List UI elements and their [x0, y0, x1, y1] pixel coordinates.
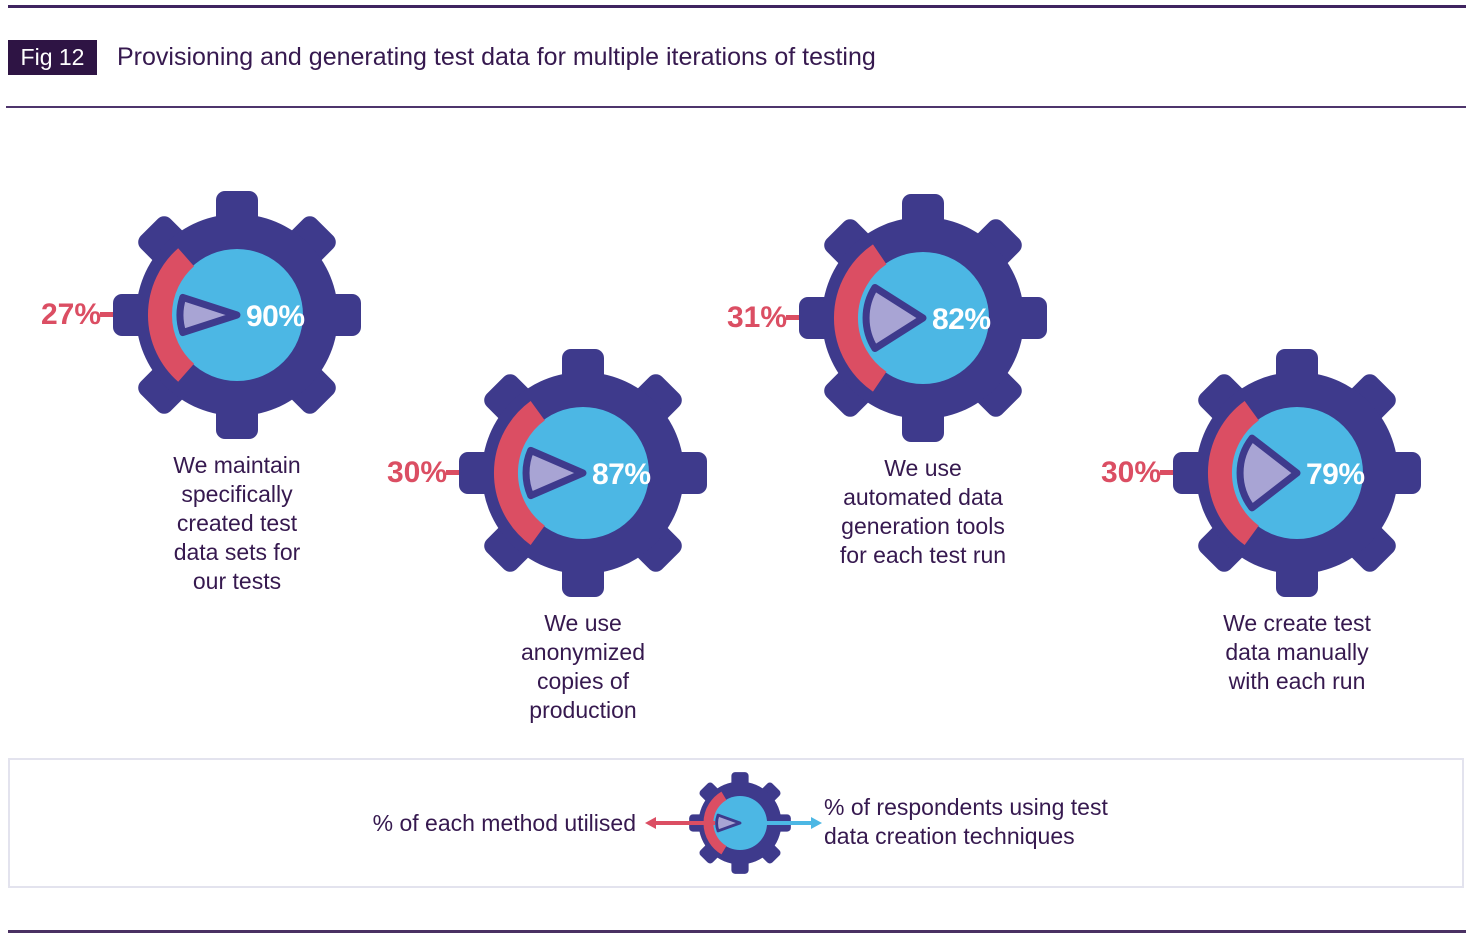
method-arc: [1207, 400, 1260, 546]
gear-group-1: 27% 90% We maintain specifically created…: [41, 183, 369, 594]
method-arc: [834, 244, 887, 392]
figure-label-badge: Fig 12: [8, 40, 97, 75]
remainder-wedge: [862, 284, 927, 352]
gear-pie-icon: 87%: [459, 349, 707, 597]
gear-caption: We use automated data generation tools f…: [839, 455, 1007, 568]
legend-arrow-left-icon: [645, 817, 715, 829]
gear-caption: We use anonymized copies of production: [520, 610, 646, 723]
legend-gear-graphic: [645, 772, 822, 874]
gear-caption: We maintain specifically created test da…: [173, 452, 301, 594]
gear-pie-icon: 82%: [799, 194, 1047, 442]
gear-group-3: 31% 82% We use automated data generation…: [727, 186, 1055, 568]
header-divider: [6, 106, 1466, 108]
remainder-wedge: [715, 813, 742, 833]
respondents-pct-label: 87%: [592, 458, 651, 491]
top-divider: [8, 5, 1466, 8]
gear-pie-icon: 79%: [1173, 349, 1421, 597]
respondents-pct-label: 79%: [1306, 458, 1365, 491]
gear-caption: We create test data manually with each r…: [1223, 610, 1371, 694]
bottom-divider: [8, 930, 1466, 933]
legend-respondents-label: % of respondents using test data creatio…: [824, 794, 1108, 849]
method-arc: [493, 400, 546, 546]
method-pct-label: 30%: [386, 456, 447, 489]
gear-group-4: 30% 79% We create test data manually wit…: [1101, 341, 1429, 694]
respondents-pct-label: 90%: [246, 300, 305, 333]
figure-title: Provisioning and generating test data fo…: [117, 43, 876, 71]
gear-pie-icon: 90%: [113, 191, 361, 439]
remainder-wedge: [176, 293, 241, 337]
remainder-wedge: [1236, 434, 1301, 512]
respondents-pct-label: 82%: [932, 303, 991, 336]
method-pct-label: 30%: [1100, 456, 1161, 489]
method-pct-label: 31%: [726, 301, 787, 334]
legend-arrow-right-icon: [766, 817, 822, 829]
method-arc: [147, 248, 195, 382]
legend-method-label: % of each method utilised: [372, 810, 636, 836]
method-pct-label: 27%: [40, 298, 101, 331]
remainder-wedge: [522, 446, 587, 500]
gear-group-2: 30% 87% We use anonymized copies of prod…: [387, 341, 715, 723]
